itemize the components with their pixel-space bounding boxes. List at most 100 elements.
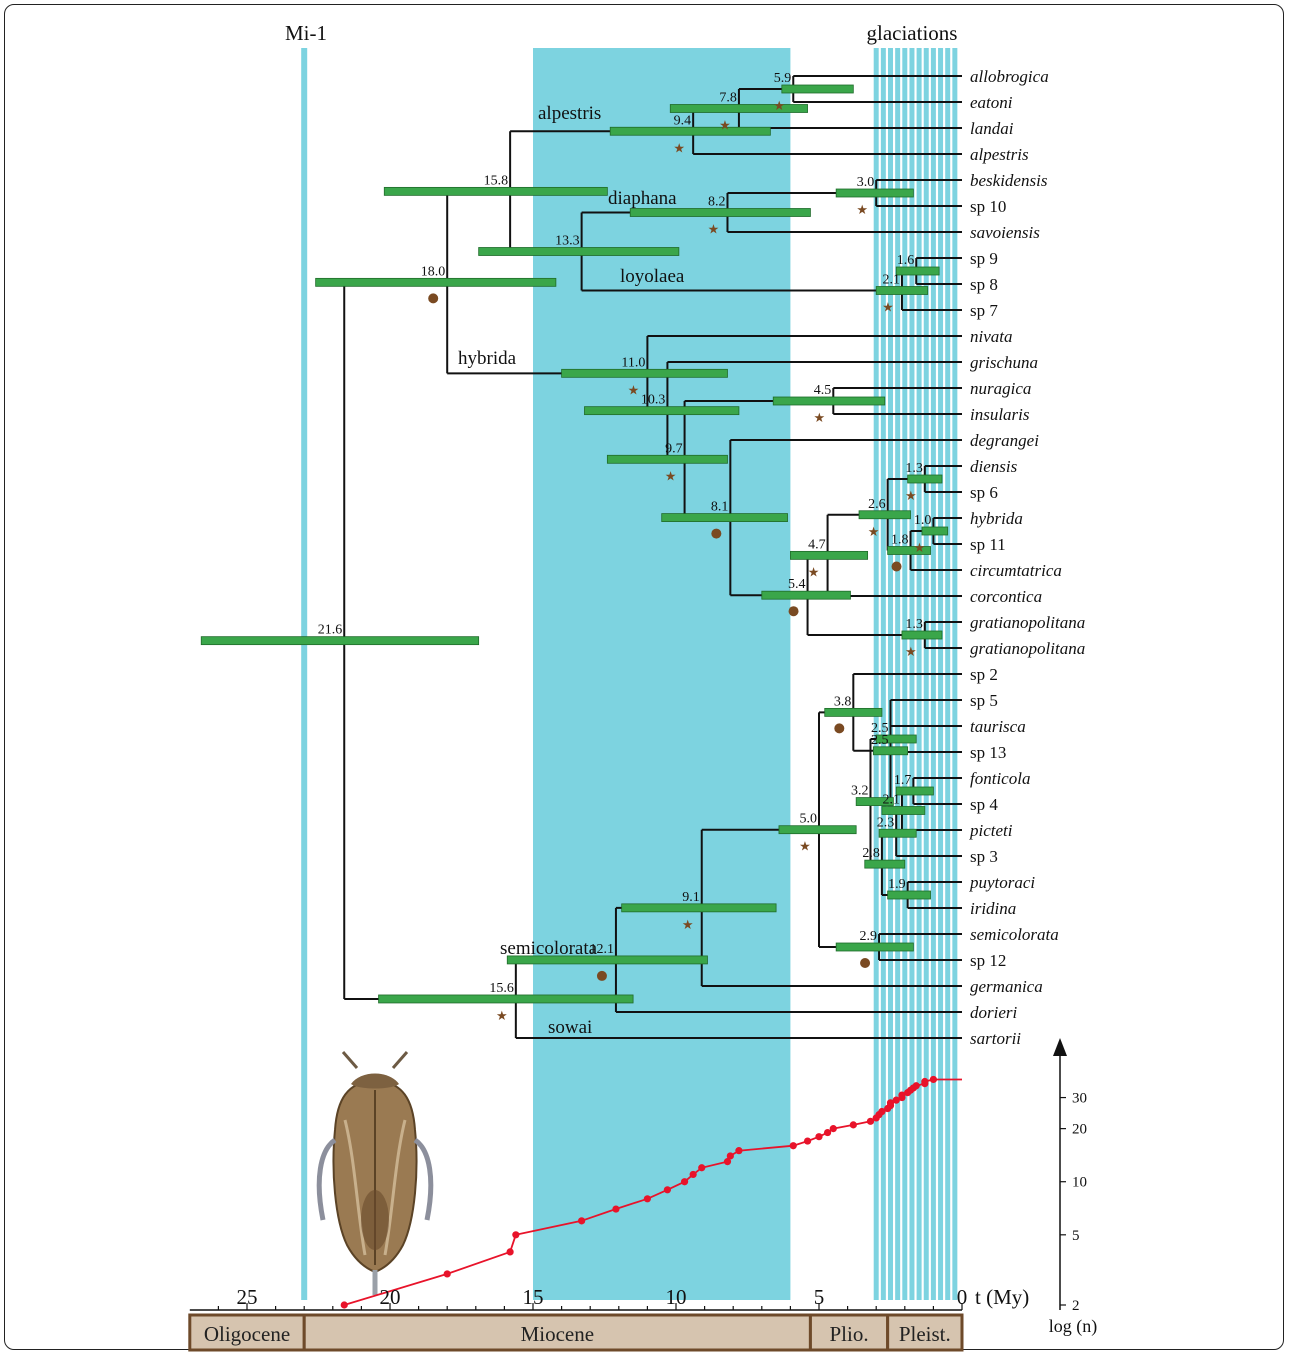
taxon-label: germanica xyxy=(970,977,1043,996)
group-label: diaphana xyxy=(608,188,677,209)
node-age-label: 3.8 xyxy=(834,694,852,709)
node-star-marker: ★ xyxy=(813,410,825,425)
node-dot-marker xyxy=(860,958,870,968)
taxon-label: semicolorata xyxy=(970,925,1059,944)
taxon-label: puytoraci xyxy=(969,873,1035,892)
node-age-label: 1.3 xyxy=(905,617,923,632)
time-tick-label: 10 xyxy=(666,1285,687,1309)
node-age-label: 1.7 xyxy=(894,773,912,788)
taxon-label: sp 11 xyxy=(970,535,1006,554)
group-label: sowai xyxy=(548,1017,592,1038)
hpd-bar xyxy=(865,860,905,868)
taxon-label: picteti xyxy=(969,821,1013,840)
hpd-bar xyxy=(607,455,727,463)
taxon-label: iridina xyxy=(970,899,1016,918)
ltt-point xyxy=(681,1178,688,1185)
node-age-label: 9.4 xyxy=(674,113,692,128)
hpd-bar xyxy=(836,189,913,197)
node-age-label: 2.9 xyxy=(860,929,878,944)
taxon-label: dorieri xyxy=(970,1003,1018,1022)
log-tick-label: 20 xyxy=(1072,1122,1087,1138)
taxon-label: fonticola xyxy=(970,769,1030,788)
taxon-label: sp 7 xyxy=(970,301,998,320)
ltt-point xyxy=(815,1133,822,1140)
hpd-bar xyxy=(879,829,916,837)
node-age-label: 18.0 xyxy=(421,264,446,279)
hpd-bar xyxy=(584,407,738,415)
time-tick-label: 0 xyxy=(957,1285,968,1309)
hpd-bar xyxy=(562,369,728,377)
taxon-label: sp 5 xyxy=(970,691,998,710)
epoch-label: Miocene xyxy=(521,1322,594,1346)
node-age-label: 1.8 xyxy=(891,533,909,548)
node-age-label: 13.3 xyxy=(555,234,580,249)
group-label: alpestris xyxy=(538,103,601,124)
node-age-label: 9.7 xyxy=(665,441,683,456)
node-dot-marker xyxy=(428,293,438,303)
ltt-point xyxy=(727,1152,734,1159)
node-age-label: 11.0 xyxy=(621,355,645,370)
taxon-label: insularis xyxy=(970,405,1030,424)
hpd-bar xyxy=(790,551,867,559)
time-tick-label: 15 xyxy=(523,1285,544,1309)
node-star-marker: ★ xyxy=(882,300,894,315)
taxon-label: sp 4 xyxy=(970,795,998,814)
glaciations-label: glaciations xyxy=(867,21,958,45)
taxon-label: sp 8 xyxy=(970,275,998,294)
group-label: hybrida xyxy=(458,348,517,369)
node-age-label: 1.6 xyxy=(897,253,915,268)
hpd-bar xyxy=(859,511,910,519)
taxon-label: degrangei xyxy=(970,431,1039,450)
taxon-label: corcontica xyxy=(970,587,1042,606)
node-star-marker: ★ xyxy=(682,917,694,932)
node-dot-marker xyxy=(834,723,844,733)
group-label: loyolaea xyxy=(620,266,685,287)
ltt-point xyxy=(850,1121,857,1128)
ltt-point xyxy=(578,1217,585,1224)
ltt-point xyxy=(790,1142,797,1149)
hpd-bar xyxy=(610,127,770,135)
hpd-bar xyxy=(379,995,634,1003)
taxon-label: sp 12 xyxy=(970,951,1006,970)
taxon-label: hybrida xyxy=(970,509,1023,528)
taxon-label: circumtatrica xyxy=(970,561,1062,580)
log-tick-label: 10 xyxy=(1072,1175,1087,1191)
hpd-bar xyxy=(779,826,856,834)
epoch-label: Oligocene xyxy=(204,1322,290,1346)
time-tick-label: 20 xyxy=(380,1285,401,1309)
taxon-label: savoiensis xyxy=(970,223,1040,242)
node-age-label: 21.6 xyxy=(318,623,343,638)
hpd-bar xyxy=(762,591,851,599)
taxon-label: beskidensis xyxy=(970,171,1048,190)
node-age-label: 4.5 xyxy=(814,383,832,398)
ltt-point xyxy=(698,1164,705,1171)
node-star-marker: ★ xyxy=(856,202,868,217)
node-dot-marker xyxy=(711,529,721,539)
ltt-point xyxy=(507,1248,514,1255)
ltt-point xyxy=(341,1301,348,1308)
node-star-marker: ★ xyxy=(773,98,785,113)
ltt-point xyxy=(512,1231,519,1238)
taxon-label: nivata xyxy=(970,327,1013,346)
hpd-bar xyxy=(782,85,854,93)
node-age-label: 4.7 xyxy=(808,537,826,552)
node-star-marker: ★ xyxy=(719,118,731,133)
taxon-label: eatoni xyxy=(970,93,1013,112)
time-tick-label: 5 xyxy=(814,1285,825,1309)
node-age-label: 2.1 xyxy=(882,273,900,288)
node-age-label: 9.1 xyxy=(682,890,700,905)
hpd-bar xyxy=(316,278,556,286)
ltt-point xyxy=(612,1205,619,1212)
hpd-bar xyxy=(882,807,925,815)
hpd-bar xyxy=(902,631,942,639)
log-tick-label: 2 xyxy=(1072,1298,1080,1314)
taxon-label: sp 3 xyxy=(970,847,998,866)
node-dot-marker xyxy=(892,562,902,572)
node-age-label: 15.8 xyxy=(484,173,509,188)
node-age-label: 8.1 xyxy=(711,500,729,515)
node-star-marker: ★ xyxy=(708,222,720,237)
hpd-bar xyxy=(479,248,679,256)
hpd-bar xyxy=(873,747,907,755)
node-star-marker: ★ xyxy=(905,644,917,659)
taxon-labels: allobrogicaeatonilandaialpestrisbeskiden… xyxy=(969,67,1085,1048)
